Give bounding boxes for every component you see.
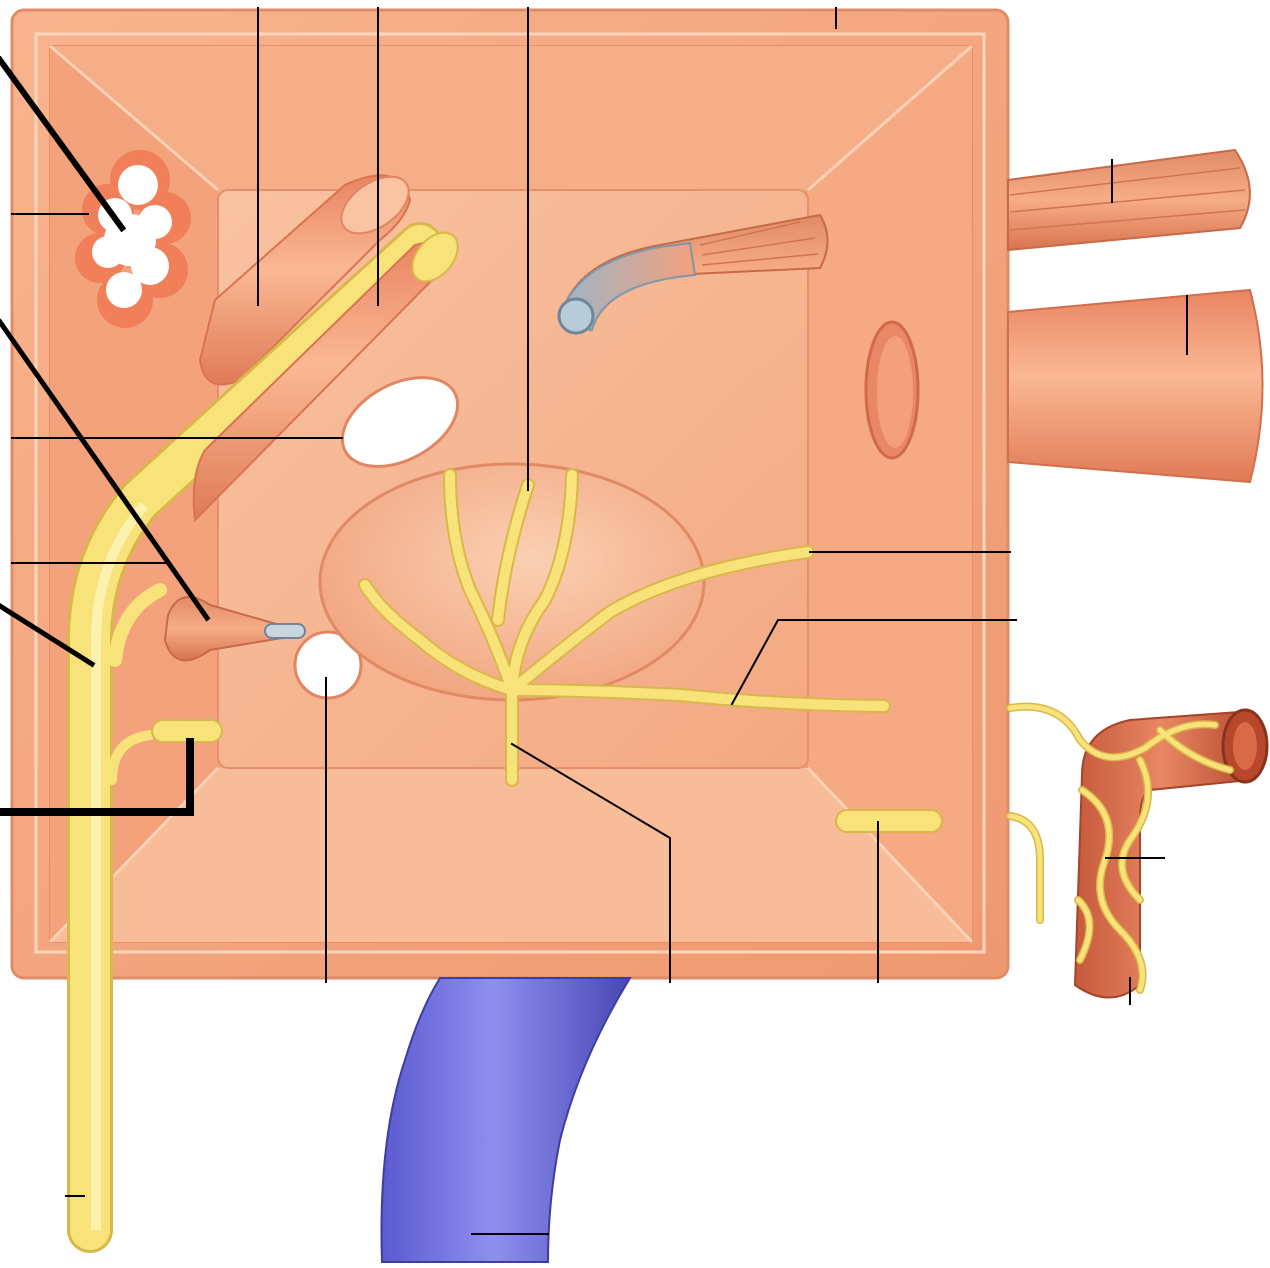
artery-with-nerves [1010, 707, 1267, 998]
nerve-stub-right [836, 810, 942, 832]
vein-tube [381, 978, 630, 1262]
right-tube [1008, 290, 1263, 482]
oval-opening-right [866, 322, 918, 458]
right-muscle-bundle [1008, 150, 1250, 250]
